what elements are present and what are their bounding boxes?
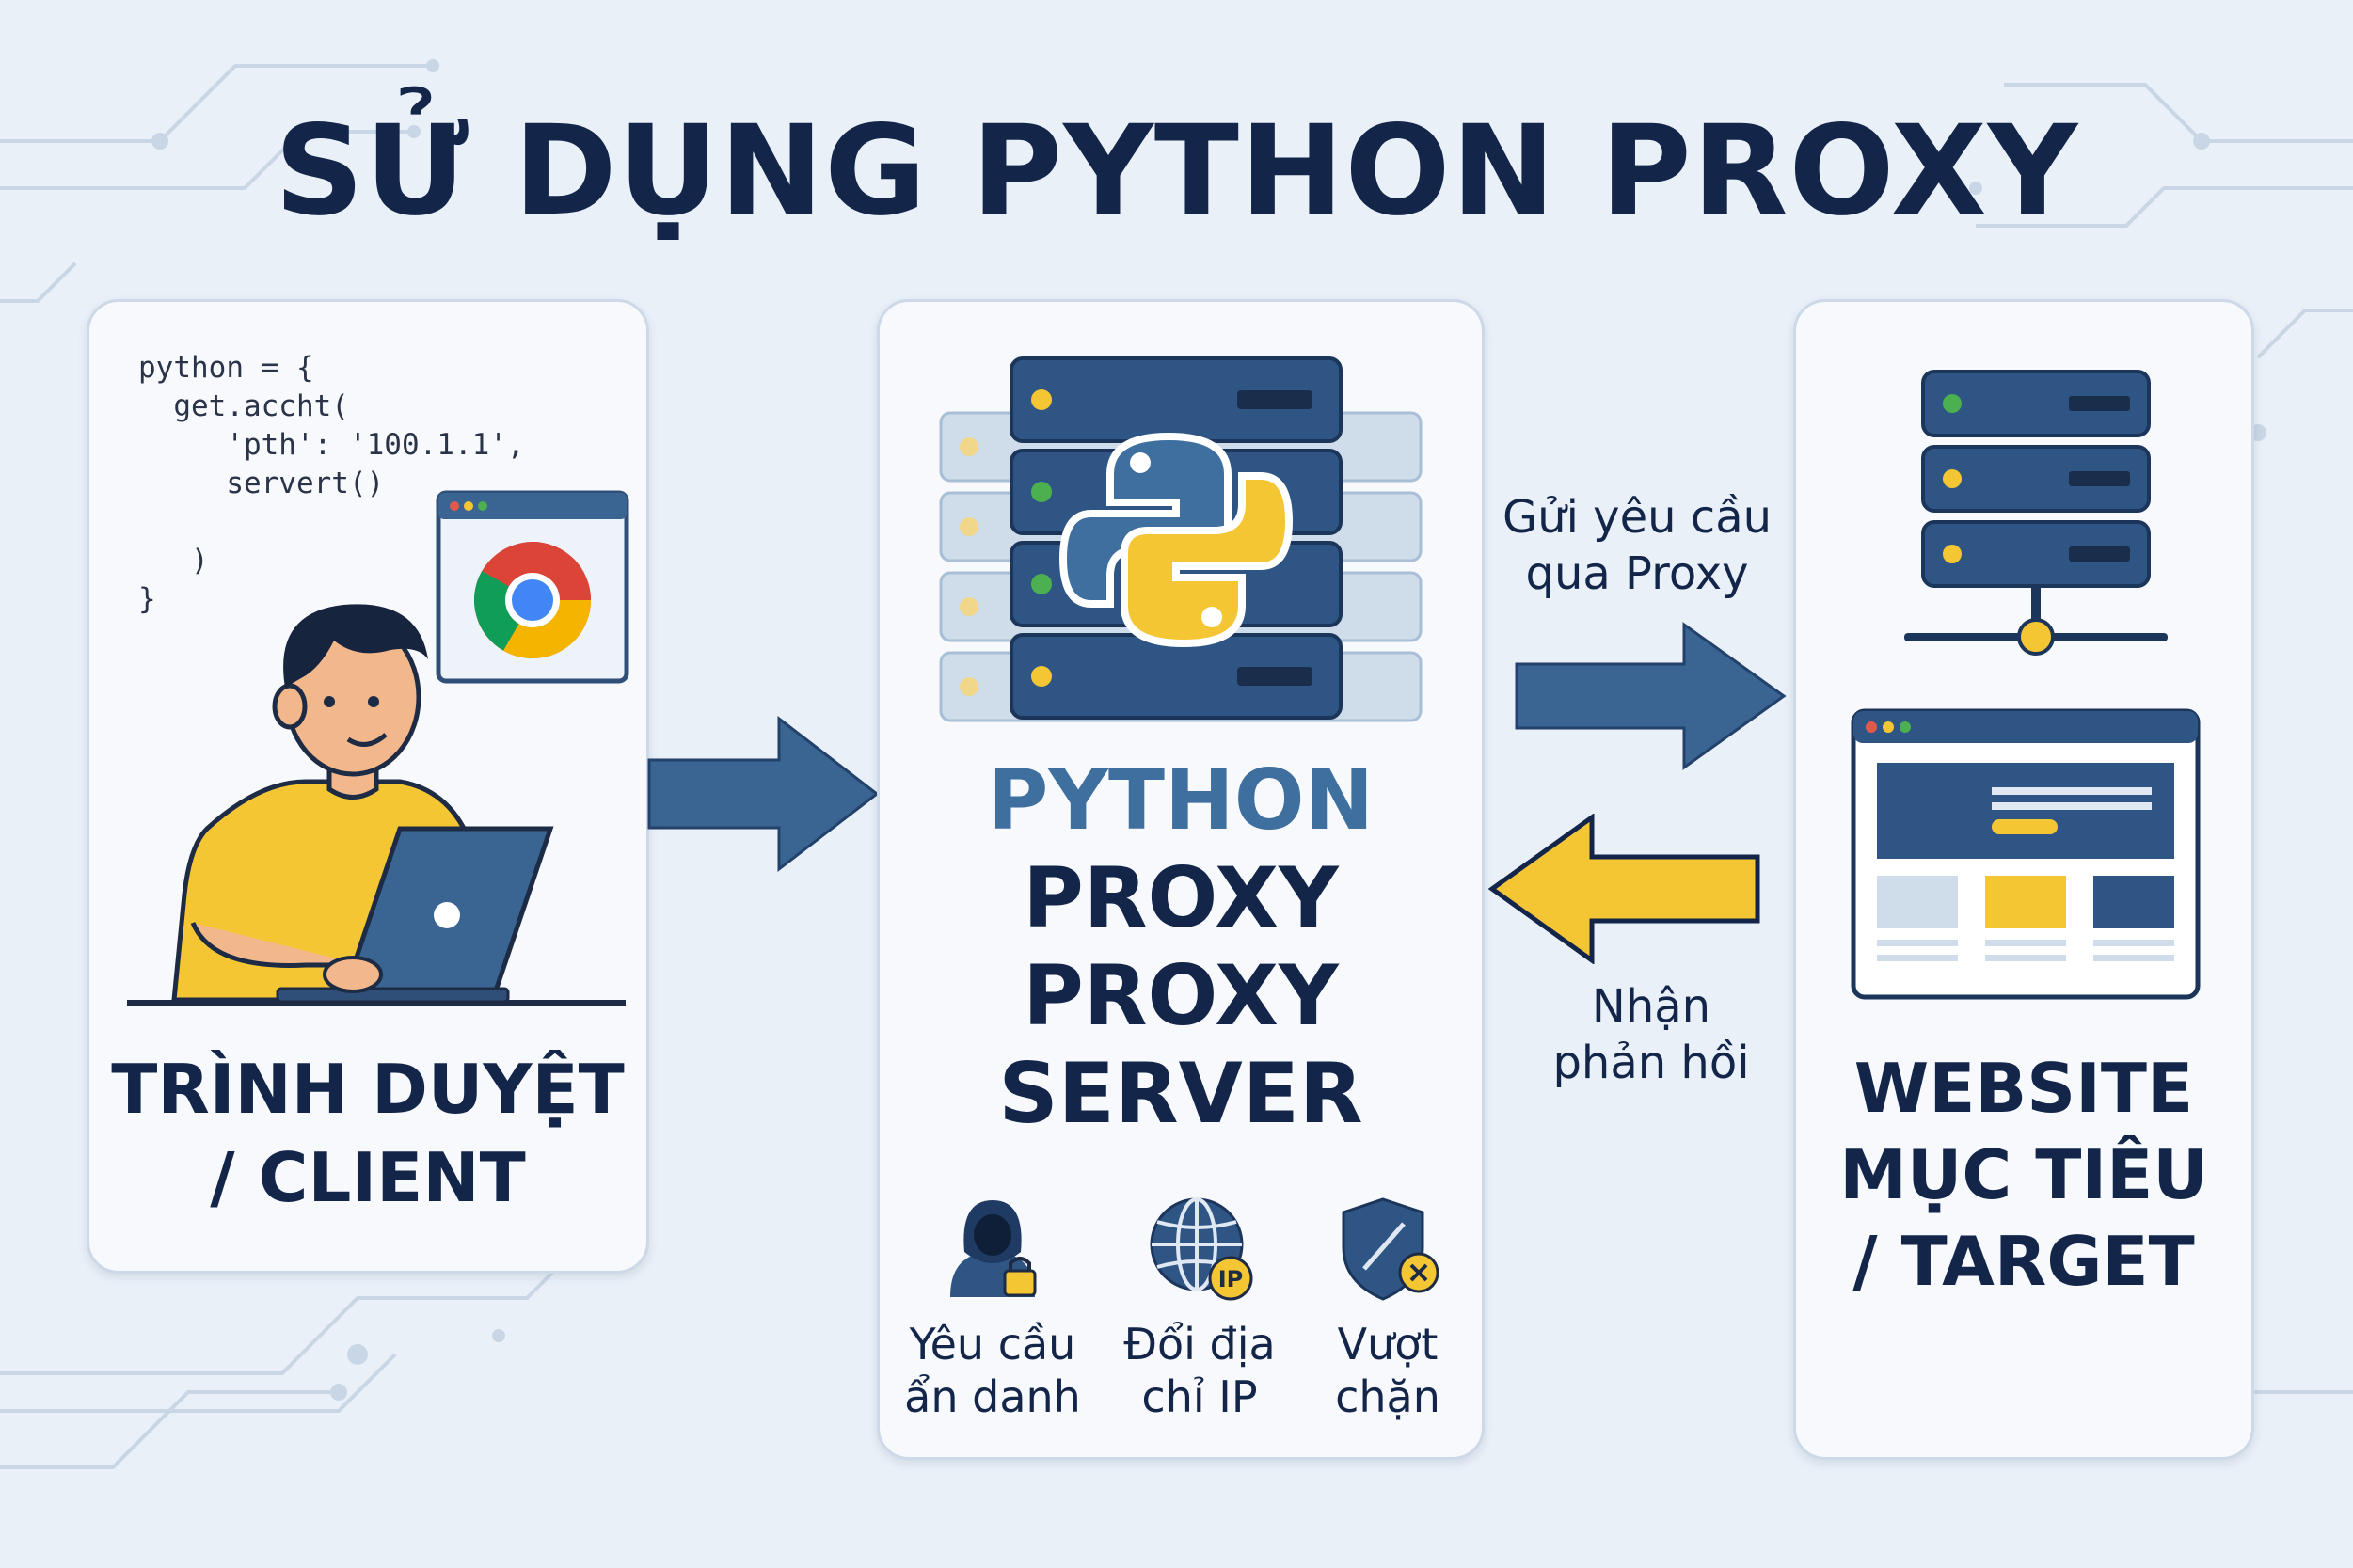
ip-badge: IP: [1218, 1266, 1244, 1292]
python-logo-icon: [1058, 432, 1294, 648]
receive-response-label: Nhận phản hồi: [1505, 978, 1797, 1091]
feature-line: chặn: [1335, 1371, 1440, 1422]
proxy-label-python: PYTHON: [987, 752, 1375, 848]
page-title: SỬ DỤNG PYTHON PROXY: [274, 99, 2079, 244]
client-label-line1: TRÌNH DUYỆT: [111, 1050, 625, 1129]
hooded-user-lock-icon: [950, 1200, 1037, 1297]
send-label-line2: qua Proxy: [1525, 547, 1749, 600]
person-laptop-illustration: [127, 604, 626, 1006]
arrow-target-to-proxy: [1488, 814, 1760, 964]
send-request-label: Gửi yêu cầu qua Proxy: [1487, 489, 1788, 602]
send-label-line1: Gửi yêu cầu: [1502, 491, 1773, 544]
proxy-label: PYTHON PROXY PROXY SERVER: [880, 752, 1482, 1143]
proxy-label-line3: PROXY: [1023, 947, 1339, 1044]
website-window-icon: [1851, 708, 2201, 1000]
shield-x-icon: [1342, 1197, 1439, 1301]
code-line: servert(): [138, 467, 385, 500]
proxy-label-line4: SERVER: [998, 1045, 1363, 1142]
server-network-icon: [1904, 370, 2168, 656]
feature-line: ẩn danh: [904, 1371, 1081, 1422]
feature-line: Vượt: [1337, 1319, 1439, 1370]
code-line: 'pth': '100.1.1',: [138, 428, 525, 462]
code-snippet: python = { get.accht( 'pth': '100.1.1', …: [138, 349, 525, 619]
python-server-icon: [939, 356, 1423, 722]
feature-line: Đổi địa: [1123, 1319, 1276, 1370]
chrome-icon: [473, 542, 591, 659]
recv-label-line1: Nhận: [1591, 980, 1711, 1033]
browser-window-icon: [436, 490, 629, 684]
code-line: python = {: [138, 351, 314, 385]
target-label-line2: MỤC TIÊU: [1839, 1135, 2208, 1214]
feature-line: Yêu cầu: [909, 1319, 1076, 1370]
arrow-client-to-proxy: [647, 715, 880, 873]
client-label: TRÌNH DUYỆT / CLIENT: [89, 1045, 646, 1222]
feature-line: chỉ IP: [1141, 1371, 1258, 1422]
recv-label-line2: phản hồi: [1552, 1037, 1750, 1089]
code-line: get.accht(: [138, 389, 349, 423]
feature-bypass-label: Vượt chặn: [1275, 1318, 1501, 1423]
feature-anonymous-label: Yêu cầu ẩn danh: [880, 1318, 1105, 1423]
code-line: }: [138, 582, 156, 616]
target-label-line1: WEBSITE: [1853, 1049, 2194, 1128]
proxy-label-line2: PROXY: [1023, 849, 1339, 946]
globe-ip-icon: IP: [1150, 1197, 1253, 1301]
target-panel: WEBSITE MỤC TIÊU / TARGET: [1793, 299, 2254, 1460]
feature-change-ip-label: Đổi địa chỉ IP: [1087, 1318, 1312, 1423]
client-panel: python = { get.accht( 'pth': '100.1.1', …: [87, 299, 649, 1274]
code-line: ): [138, 544, 209, 578]
proxy-panel: PYTHON PROXY PROXY SERVER IP Yêu cầu ẩn …: [877, 299, 1485, 1460]
client-label-line2: / CLIENT: [210, 1138, 526, 1217]
arrow-proxy-to-target: [1515, 622, 1787, 770]
target-label-line3: / TARGET: [1852, 1222, 2195, 1301]
target-label: WEBSITE MỤC TIÊU / TARGET: [1796, 1045, 2251, 1305]
